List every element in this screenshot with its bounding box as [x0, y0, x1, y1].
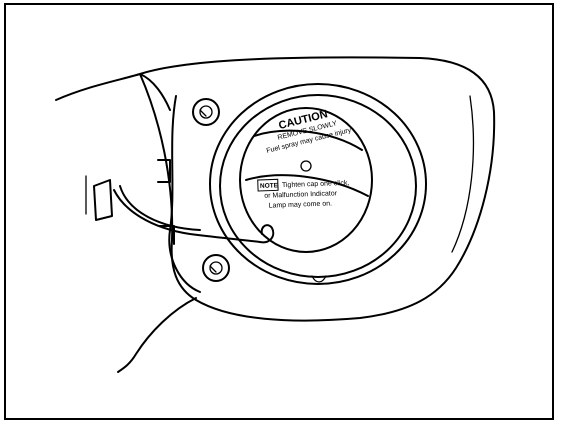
hand-outline-top	[55, 73, 171, 111]
note-line-1: Tighten cap one click,	[282, 180, 350, 189]
screw-icon	[202, 254, 230, 282]
filler-neck-opening	[209, 83, 427, 285]
note-badge: NOTE	[260, 182, 279, 190]
fuel-door-panel	[139, 56, 496, 322]
screw-icon	[192, 98, 220, 126]
tether-loop	[119, 185, 201, 231]
fuel-cap	[239, 107, 373, 253]
hinge-bracket	[157, 159, 171, 183]
hand-outline-bottom	[117, 297, 197, 373]
hinge-arm	[168, 95, 201, 293]
note-badge-box	[257, 178, 279, 192]
note-line-2: or Malfunction Indicator	[264, 190, 338, 200]
note-line-3: Lamp may come on.	[269, 200, 333, 209]
cap-tether	[113, 189, 275, 244]
tether-clip	[93, 179, 113, 221]
panel-inner-edge	[451, 95, 475, 253]
